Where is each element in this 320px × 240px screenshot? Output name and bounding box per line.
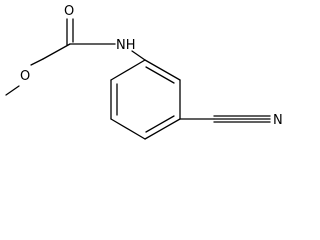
ring-bond-6: [110, 59, 146, 81]
atom-label-amide-nitrogen: NH: [116, 38, 136, 53]
ring-bond-1: [144, 59, 181, 81]
structure-canvas: O NH O N: [5, 4, 283, 140]
bond-carbonyl-ch2: [42, 43, 71, 60]
bond-ch2-oxygen: [30, 58, 44, 66]
bond-oxygen-methyl: [5, 85, 20, 96]
atom-label-nitrile-nitrogen: N: [273, 113, 283, 128]
bond-nitrogen-ring: [131, 50, 146, 61]
atom-label-carbonyl-oxygen: O: [64, 4, 74, 19]
molecule-structure: O NH O N: [5, 4, 283, 140]
ring-bond-3: [144, 118, 181, 140]
ring-bond-4: [110, 118, 146, 140]
atom-label-ether-oxygen: O: [20, 69, 30, 84]
ring-double-inner-1: [145, 66, 175, 84]
ring-double-inner-2: [145, 115, 175, 133]
